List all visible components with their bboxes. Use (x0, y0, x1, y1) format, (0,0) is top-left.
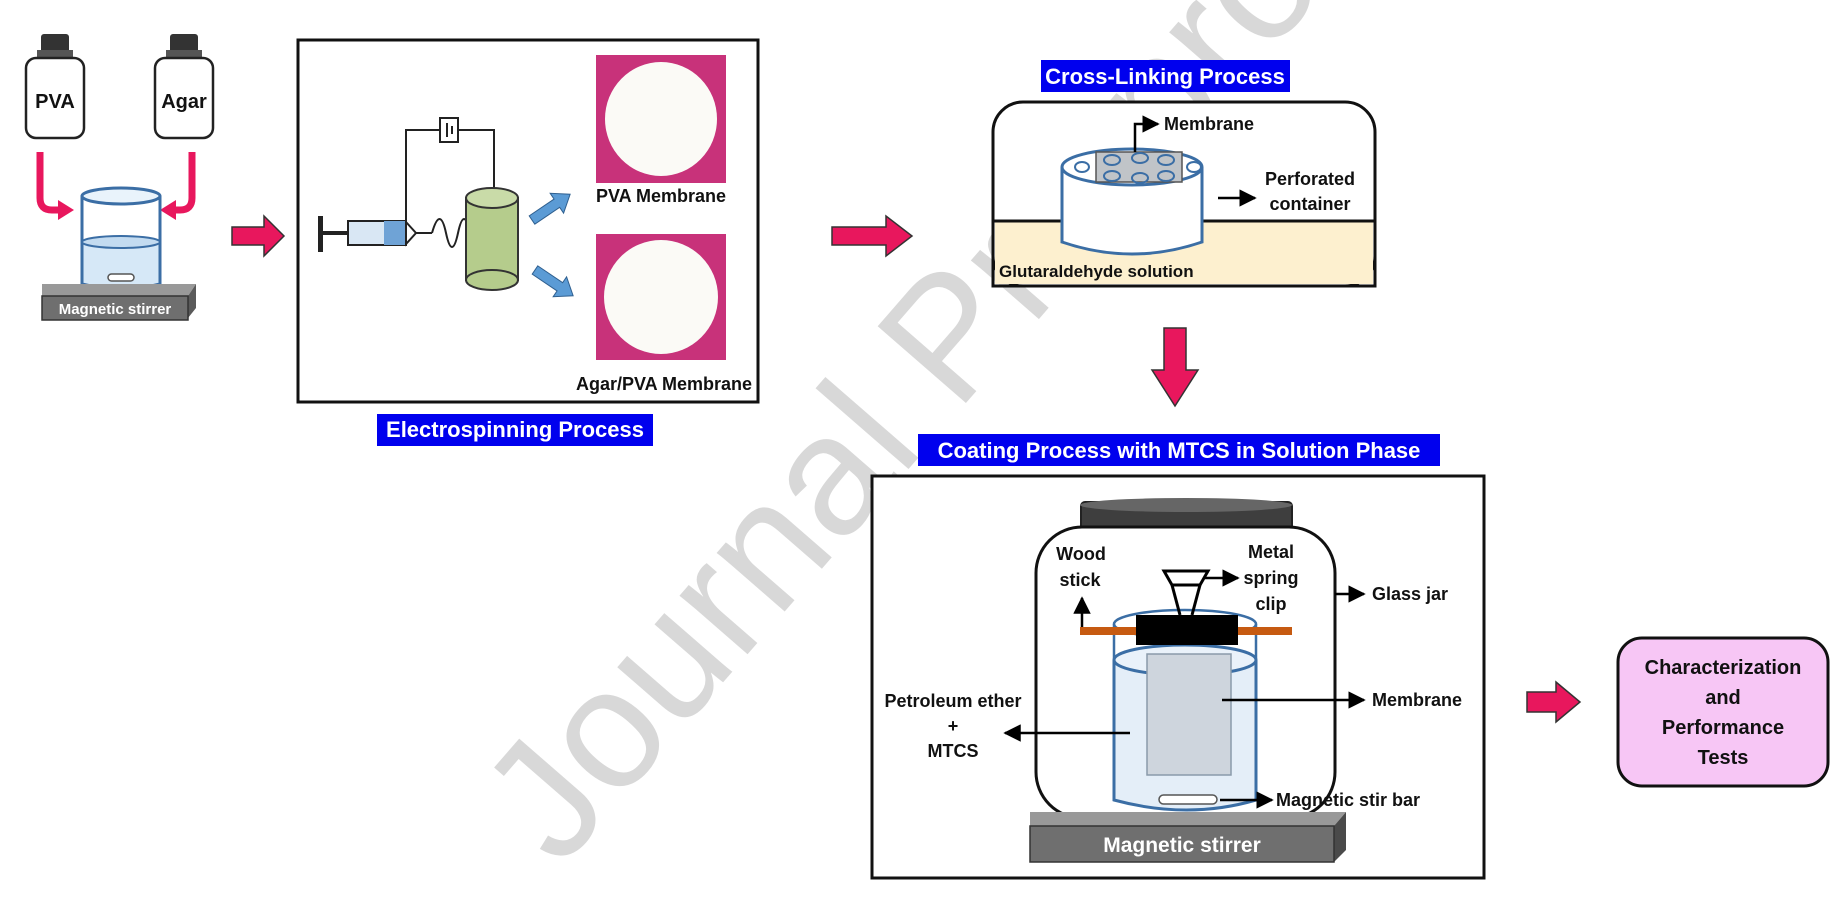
pva-bottle: PVA (24, 34, 86, 140)
characterization-box: Characterization and Performance Tests (1616, 636, 1830, 788)
coating-title: Coating Process with MTCS in Solution Ph… (938, 438, 1421, 463)
agar-pva-membrane-label: Agar/PVA Membrane (576, 374, 752, 394)
solvent-label-1: Petroleum ether (884, 691, 1021, 711)
bottle-label-pva: PVA (35, 91, 75, 113)
clip-label-3: clip (1255, 594, 1286, 614)
beaker (80, 186, 162, 291)
perforated-container (1060, 147, 1204, 256)
crosslinking-membrane-label: Membrane (1164, 114, 1254, 134)
crosslinking-title: Cross-Linking Process (1045, 64, 1285, 89)
clip-body (1136, 615, 1238, 645)
arrow-to-electrospinning (231, 214, 286, 258)
electrospinning-title: Electrospinning Process (386, 417, 644, 442)
stirrer-label-small: Magnetic stirrer (59, 301, 172, 318)
clip-jaws (1161, 569, 1211, 616)
mixing-stage: PVA Agar Magnetic stirrer (24, 34, 215, 321)
wood-label-1: Wood (1056, 544, 1106, 564)
syringe (318, 216, 432, 252)
stir-bar-label: Magnetic stir bar (1276, 790, 1420, 810)
electrospinning-title-bg (377, 414, 653, 446)
power-supply (439, 117, 459, 143)
circuit-wire (405, 129, 440, 222)
stir-bar (1158, 794, 1218, 805)
bottle-label-agar: Agar (161, 91, 207, 113)
agar-bottle: Agar (153, 34, 215, 140)
arrow-to-coating (1150, 327, 1200, 408)
final-line-2: and (1705, 687, 1741, 709)
clip-label-1: Metal (1248, 542, 1294, 562)
crosslinking-panel: Membrane Perforated container Glutaralde… (991, 100, 1377, 288)
blue-arrow-up (528, 192, 571, 225)
electrospinning-panel: PVA Membrane Agar/PVA Membrane (296, 38, 760, 404)
glass-jar-label: Glass jar (1372, 584, 1448, 604)
coating-panel: Wood stick Metal spring clip Glass jar M… (870, 474, 1486, 880)
crosslinking-title-bg (1041, 60, 1290, 92)
stirrer-label-large: Magnetic stirrer (1103, 834, 1261, 857)
coating-title-bg (918, 434, 1440, 466)
jar-lid (1080, 498, 1293, 531)
pva-membrane-label: PVA Membrane (596, 186, 726, 206)
magnetic-stirrer-small: Magnetic stirrer (41, 284, 196, 321)
pour-arrow-left (36, 152, 62, 214)
inner-beaker (1112, 608, 1258, 812)
arrow-to-crosslinking (831, 214, 914, 258)
final-line-3: Performance (1662, 717, 1784, 739)
perforated-label-2: container (1269, 194, 1350, 214)
clip-label-2: spring (1243, 568, 1298, 588)
coating-membrane-label: Membrane (1372, 690, 1462, 710)
coating-membrane (1146, 653, 1232, 776)
solvent-label-2: + (948, 716, 959, 736)
pva-membrane-sample: PVA Membrane (596, 55, 726, 206)
perforated-label-1: Perforated (1265, 169, 1355, 189)
final-line-4: Tests (1698, 747, 1749, 769)
agar-pva-membrane-sample: Agar/PVA Membrane (576, 234, 752, 394)
magnetic-stirrer-large: Magnetic stirrer (1029, 812, 1346, 863)
solvent-label-3: MTCS (928, 741, 979, 761)
collector-drum (465, 187, 519, 291)
glutaraldehyde-label: Glutaraldehyde solution (999, 262, 1194, 281)
blue-arrow-down (531, 265, 574, 298)
wood-label-2: stick (1059, 570, 1101, 590)
final-line-1: Characterization (1645, 657, 1802, 679)
arrow-to-characterization (1526, 680, 1582, 724)
pour-arrow-right (172, 152, 196, 214)
